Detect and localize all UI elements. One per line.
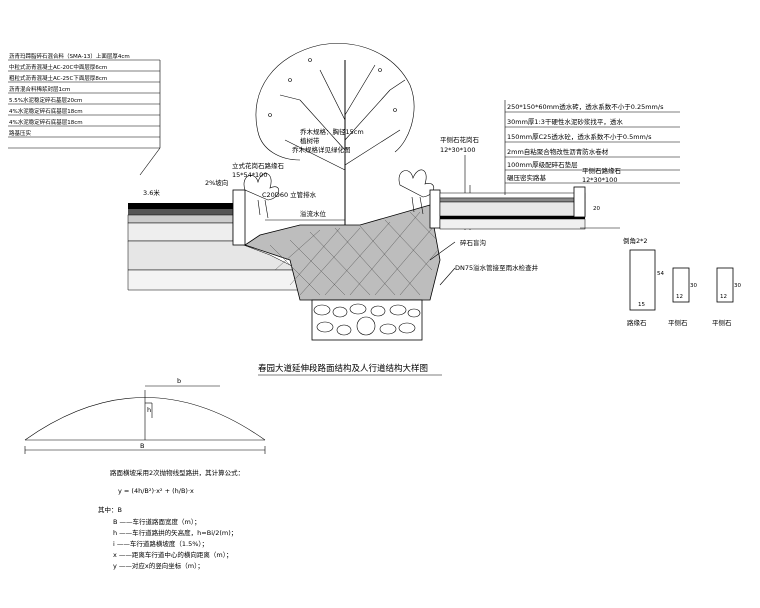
stone-1-name: 路缘石 — [627, 318, 647, 327]
formula-line-1: B ——车行道路面宽度（m）； — [113, 517, 201, 526]
right-curb-label: 平侧石路缘石 — [582, 166, 622, 175]
formula-equation: y = (4h/B²)·x² + (h/B)·x — [118, 487, 194, 495]
right-legend-line-4: 2mm自粘聚合物改性沥青防水卷材 — [507, 147, 609, 156]
left-layer-legend: 沥青玛蹄脂碎石混合料（SMA-13）上面层厚4cm 中粒式沥青混凝土AC-20C… — [8, 52, 161, 176]
stone-details: 倒角2*2 15 54 路缘石 12 30 平侧石 12 30 平侧石 — [623, 236, 741, 327]
stone-1-width: 15 — [638, 302, 645, 308]
stone-3-width: 12 — [720, 294, 727, 300]
formula-line-4: x ——距离车行道中心的横向距离（m）； — [113, 550, 233, 559]
slope-label: 2%坡向 — [205, 178, 228, 187]
left-legend-line-2: 中粒式沥青混凝土AC-20C中面层厚6cm — [9, 63, 107, 71]
pipe-grate-label: C20D60 立管排水 — [262, 190, 317, 199]
overflow-pipe-label: DN75溢水管接至雨水检查井 — [455, 263, 539, 272]
road-cross-section: 3.6米 立式花岗石路缘石 15*54*100 2%坡向 溢流水位 C20D60 — [127, 100, 680, 341]
formula-line-5: y ——对应x的竖向坐标（m）； — [113, 561, 204, 570]
stone-3-height: 30 — [734, 283, 741, 289]
camber-B-label: B — [140, 442, 144, 450]
camber-diagram: b B h — [24, 377, 266, 454]
right-curb-size: 12*30*100 — [582, 176, 617, 184]
left-legend-line-7: 4%水泥稳定碎石底基层18cm — [9, 118, 83, 126]
height-dim: 3.6米 — [143, 188, 160, 197]
left-legend-line-8: 路基压实 — [9, 129, 32, 137]
left-legend-line-5: 5.5%水泥稳定碎石基层20cm — [9, 96, 82, 104]
dim-20: 20 — [593, 206, 600, 212]
camber-b-label: b — [177, 377, 181, 385]
left-legend-line-3: 粗粒式沥青混凝土AC-25C下面层厚8cm — [9, 74, 107, 82]
formula-intro: 路面横坡采用2次抛物线型路拱，其计算公式： — [110, 468, 244, 477]
chamfer-note: 倒角2*2 — [623, 236, 648, 245]
side-stone-size: 12*30*100 — [440, 146, 475, 154]
camber-h-label: h — [147, 406, 151, 414]
right-legend-line-1: 250*150*60mm透水砖，透水系数不小于0.25mm/s — [507, 102, 664, 111]
tree-note-1: 乔木规格：胸径15cm — [300, 127, 364, 136]
stone-2-name: 平侧石 — [668, 318, 688, 327]
tree-illustration: 乔木规格：胸径15cm 植树带 乔木规格详见绿化图 — [255, 43, 415, 240]
right-layer-legend: 250*150*60mm透水砖，透水系数不小于0.25mm/s 30mm厚1:3… — [504, 100, 680, 195]
stone-2-width: 12 — [676, 294, 683, 300]
right-legend-line-6: 碾压密实路基 — [507, 173, 547, 182]
formula-where: 其中：B — [98, 505, 122, 514]
section-title: 春园大道延伸段路面结构及人行道结构大样图 — [258, 363, 428, 374]
right-legend-line-2: 30mm厚1:3干硬性水泥砂浆找平，透水 — [507, 117, 623, 126]
stone-3-name: 平侧石 — [712, 318, 732, 327]
formula-block: 路面横坡采用2次抛物线型路拱，其计算公式： y = (4h/B²)·x² + (… — [98, 468, 244, 570]
tree-note-2: 植树带 — [300, 136, 320, 145]
flat-curb-label: 立式花岗石路缘石 — [232, 161, 285, 170]
gravel-label: 碎石盲沟 — [460, 238, 486, 247]
left-legend-line-1: 沥青玛蹄脂碎石混合料（SMA-13）上面层厚4cm — [9, 52, 130, 60]
water-line-label: 溢流水位 — [300, 209, 327, 218]
stone-1-height: 54 — [657, 271, 664, 277]
tree-note-3: 乔木规格详见绿化图 — [292, 145, 351, 154]
left-legend-line-4: 沥青混合料稀浆封层1cm — [9, 85, 70, 93]
side-stone-label: 平侧石花岗石 — [440, 135, 480, 144]
stone-2-height: 30 — [690, 283, 697, 289]
left-legend-line-6: 4%水泥稳定碎石底基层18cm — [9, 107, 83, 115]
right-legend-line-5: 100mm厚级配碎石垫层 — [507, 160, 578, 169]
formula-line-3: i ——车行道路横坡度（1.5%）； — [113, 539, 208, 548]
right-legend-line-3: 150mm厚C25透水砼，透水系数不小于0.5mm/s — [507, 132, 652, 141]
formula-line-2: h ——车行道路拱的矢高度，h=Bi/2(m)； — [113, 528, 237, 537]
flat-curb-size: 15*54*100 — [232, 171, 267, 179]
